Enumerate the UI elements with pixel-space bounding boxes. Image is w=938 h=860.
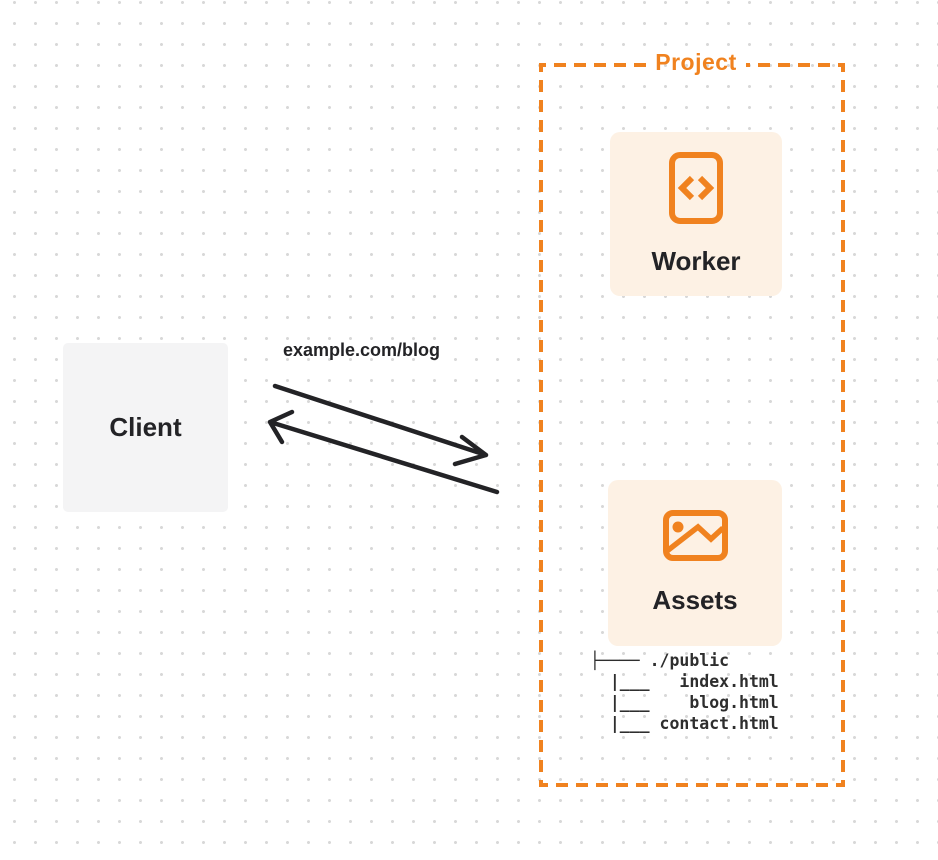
- file-tree-line: |___ contact.html: [590, 714, 779, 733]
- client-label: Client: [109, 412, 182, 442]
- assets-node: Assets: [608, 480, 782, 646]
- file-tree-line: ├──── ./public: [590, 651, 730, 670]
- file-tree-line: |___ index.html: [590, 672, 779, 691]
- assets-label: Assets: [652, 585, 738, 615]
- request-url-label: example.com/blog: [283, 340, 441, 360]
- image-icon: [662, 510, 728, 561]
- code-file-icon: [669, 151, 723, 224]
- file-tree-line: |___ blog.html: [590, 693, 779, 712]
- worker-node: Worker: [610, 132, 782, 296]
- worker-label: Worker: [651, 245, 741, 276]
- response-arrow-icon: [267, 409, 500, 495]
- file-tree: ├──── ./public |___ index.html |___ blog…: [590, 650, 779, 734]
- request-arrow-icon: [272, 383, 489, 467]
- client-node: Client: [63, 343, 228, 512]
- project-label: Project: [655, 49, 737, 75]
